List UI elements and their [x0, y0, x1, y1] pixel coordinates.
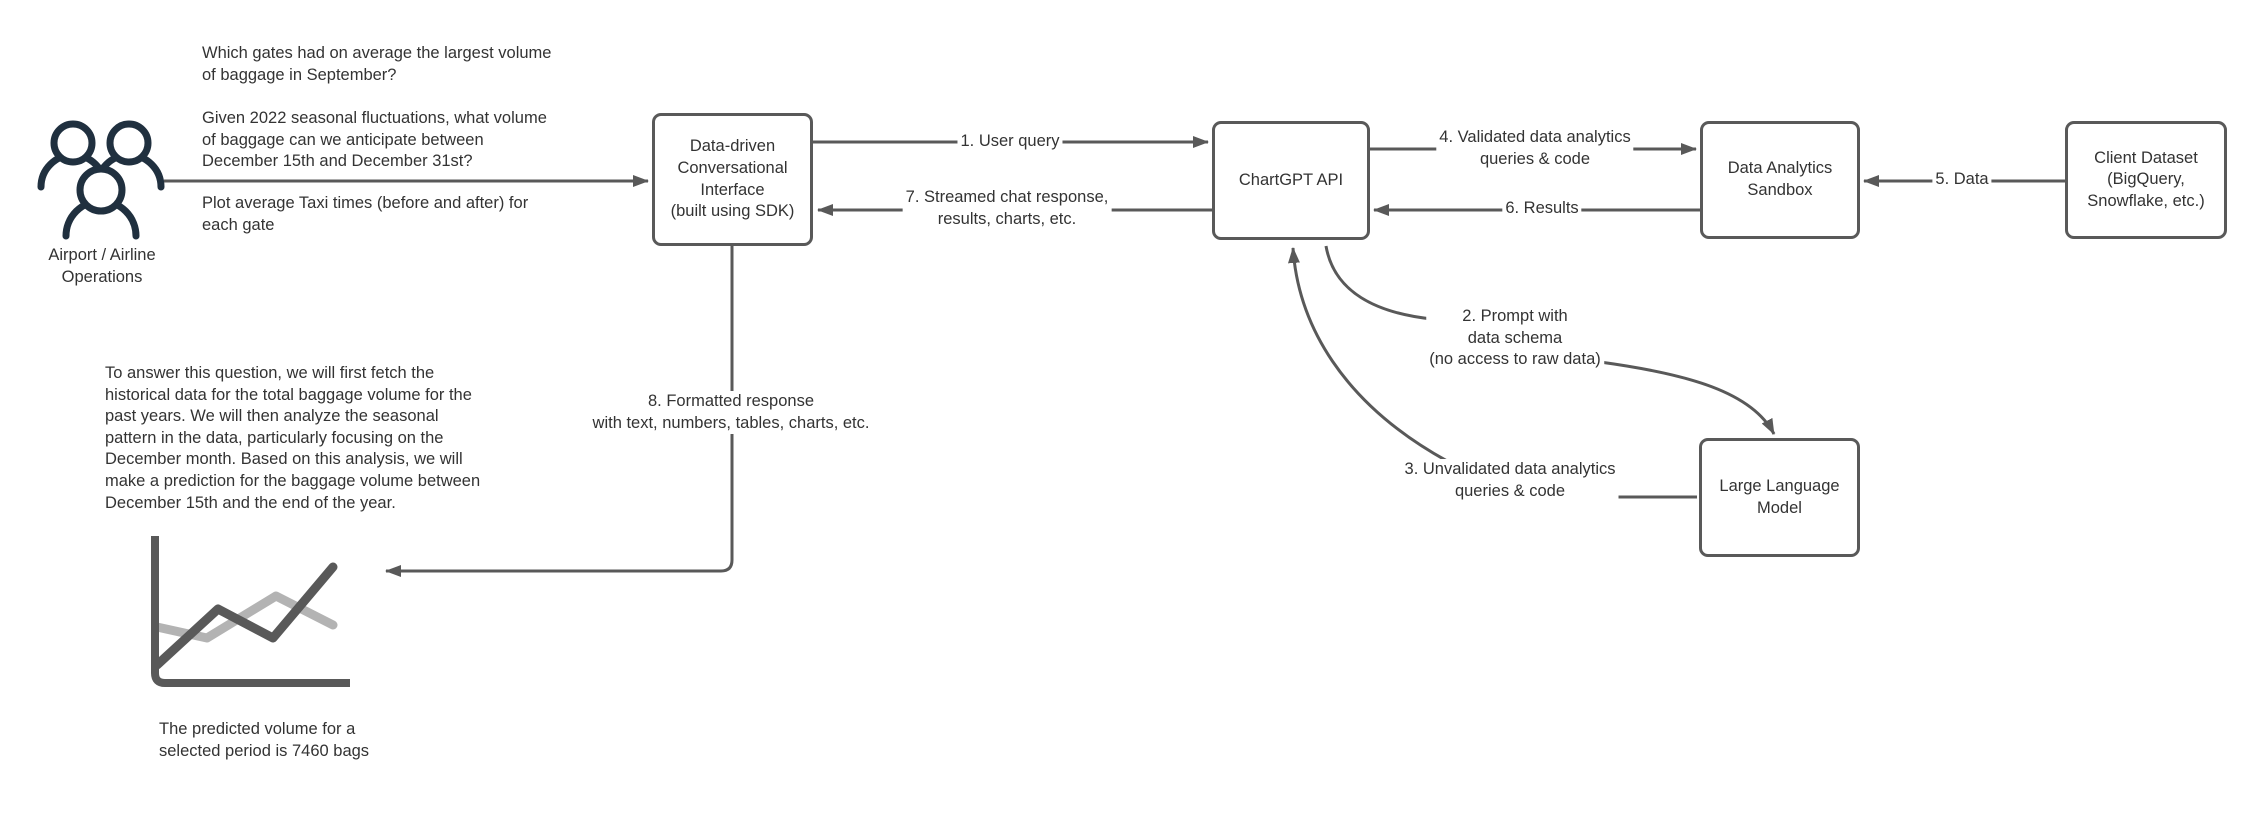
question-3: Plot average Taxi times (before and afte…	[202, 194, 529, 234]
question-1: Which gates had on average the largest v…	[202, 44, 552, 84]
unvalidated-queries-curve	[1288, 247, 1448, 463]
edge-label-user-query: 1. User query	[957, 131, 1063, 153]
edge-label-streamed-response: 7. Streamed chat response, results, char…	[902, 187, 1112, 231]
line-chart-icon	[151, 536, 350, 687]
client-dataset-box-label: Snowflake, etc.)	[2087, 191, 2205, 210]
operations-people-icon	[37, 120, 165, 240]
prompt-schema-curve-start	[1324, 245, 1433, 321]
sandbox-box-label: Sandbox	[1747, 181, 1813, 199]
person-back-left-head-icon	[50, 120, 96, 166]
llm-box-label: Large Language	[1719, 476, 1840, 495]
chart-dark-series-line	[152, 562, 338, 670]
formatted-response-connector	[385, 246, 734, 577]
chart-axes	[151, 536, 350, 687]
interface-box-label: Conversational	[677, 158, 788, 177]
client-dataset-box-label: Client Dataset	[2094, 148, 2198, 167]
edge-label-formatted-response: 8. Formatted response with text, numbers…	[589, 391, 873, 435]
sandbox-box-label: Data Analytics	[1727, 159, 1833, 178]
llm-box-label: Model	[1757, 498, 1802, 517]
question-2: Given 2022 seasonal fluctuations, what v…	[202, 109, 547, 171]
person-front-head-icon	[76, 165, 126, 215]
interface-box-label: Interface	[700, 180, 765, 199]
person-back-right-head-icon	[106, 120, 152, 166]
llm-box: Large Language Model	[1699, 438, 1860, 557]
actor-label: Airport / Airline Operations	[48, 246, 156, 286]
chartgpt-api-box: ChartGPT API	[1212, 121, 1370, 240]
interface-box-label: Data-driven	[689, 137, 776, 156]
edge-label-unvalidated-queries: 3. Unvalidated data analytics queries & …	[1401, 459, 1619, 503]
prediction-note: The predicted volume for a selected peri…	[159, 720, 370, 760]
edge-label-data: 5. Data	[1932, 169, 1992, 191]
interface-box-label: (built using SDK)	[670, 202, 795, 221]
sandbox-box: Data Analytics Sandbox	[1700, 121, 1860, 239]
prompt-schema-curve-end	[1599, 360, 1776, 435]
edge-label-validated-queries: 4. Validated data analytics queries & co…	[1436, 127, 1634, 171]
client-dataset-box-label: (BigQuery,	[2107, 170, 2185, 189]
client-dataset-box: Client Dataset (BigQuery, Snowflake, etc…	[2065, 121, 2227, 239]
interface-box: Data-driven Conversational Interface (bu…	[652, 113, 813, 246]
edge-label-prompt-schema: 2. Prompt with data schema (no access to…	[1426, 306, 1604, 371]
chartgpt-api-box-label: ChartGPT API	[1238, 170, 1344, 189]
edge-label-results: 6. Results	[1502, 198, 1582, 220]
analysis-note: To answer this question, we will first f…	[105, 364, 481, 512]
